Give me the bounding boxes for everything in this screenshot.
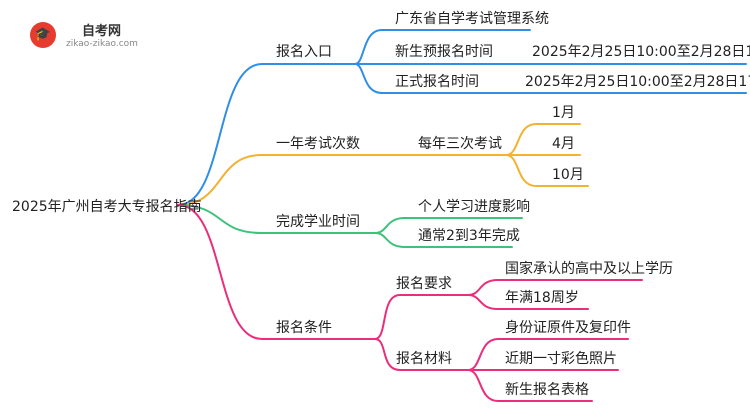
- exam-month-jan[interactable]: 1月: [552, 105, 575, 121]
- logo-url: zikao-zikao.com: [66, 39, 138, 49]
- connectors: [177, 29, 747, 402]
- connector-exams-1-a: [505, 123, 581, 156]
- mat-form[interactable]: 新生报名表格: [505, 382, 589, 398]
- logo-title: 自考网: [82, 24, 122, 39]
- entry-pre-registration-time: 2025年2月25日10:00至2月28日12:00: [532, 44, 750, 60]
- exam-month-apr[interactable]: 4月: [552, 136, 575, 152]
- branch-exams[interactable]: 一年考试次数: [276, 136, 360, 152]
- exams-three-per-year[interactable]: 每年三次考试: [418, 136, 502, 152]
- mat-photo[interactable]: 近期一寸彩色照片: [505, 350, 617, 367]
- labels: 2025年广州自考大专报名指南 报名入口 广东省自学考试管理系统 新生预报名时间…: [12, 11, 750, 398]
- branch-entry[interactable]: 报名入口: [276, 44, 332, 60]
- connector-conditions-1: [374, 294, 469, 340]
- connector-mat-1: [467, 338, 629, 371]
- entry-formal-registration[interactable]: 正式报名时间: [395, 74, 479, 90]
- connector-entry-1: [354, 29, 531, 65]
- duration-typical[interactable]: 通常2到3年完成: [418, 228, 520, 244]
- connector-entry-3: [354, 63, 747, 94]
- duration-personal-progress[interactable]: 个人学习进度影响: [418, 199, 530, 215]
- connector-root-conditions: [177, 204, 376, 340]
- graduation-cap-icon: 🎓: [30, 22, 56, 48]
- branch-conditions[interactable]: 报名条件: [276, 319, 332, 336]
- mat-id-card[interactable]: 身份证原件及复印件: [505, 319, 631, 336]
- connector-exams-1-c: [505, 154, 589, 187]
- entry-system[interactable]: 广东省自学考试管理系统: [395, 11, 549, 27]
- root-node[interactable]: 2025年广州自考大专报名指南: [12, 199, 202, 215]
- connector-duration-2: [374, 232, 513, 248]
- conditions-requirements[interactable]: 报名要求: [396, 276, 452, 292]
- conditions-materials[interactable]: 报名材料: [396, 351, 452, 367]
- site-logo[interactable]: 🎓 自考网 zikao-zikao.com: [30, 20, 170, 54]
- req-age[interactable]: 年满18周岁: [505, 290, 579, 306]
- connector-conditions-2: [374, 338, 469, 371]
- entry-pre-registration[interactable]: 新生预报名时间: [395, 44, 493, 60]
- connector-req-2: [467, 294, 589, 310]
- connector-root-exams: [177, 154, 356, 206]
- connector-root-entry: [177, 63, 356, 206]
- entry-formal-registration-time: 2025年2月25日10:00至2月28日17:00: [525, 74, 750, 90]
- connector-mat-3: [467, 369, 593, 402]
- branch-duration[interactable]: 完成学业时间: [276, 214, 360, 230]
- connector-root-duration: [177, 204, 376, 234]
- exam-month-oct[interactable]: 10月: [552, 167, 584, 183]
- req-education[interactable]: 国家承认的高中及以上学历: [505, 260, 673, 277]
